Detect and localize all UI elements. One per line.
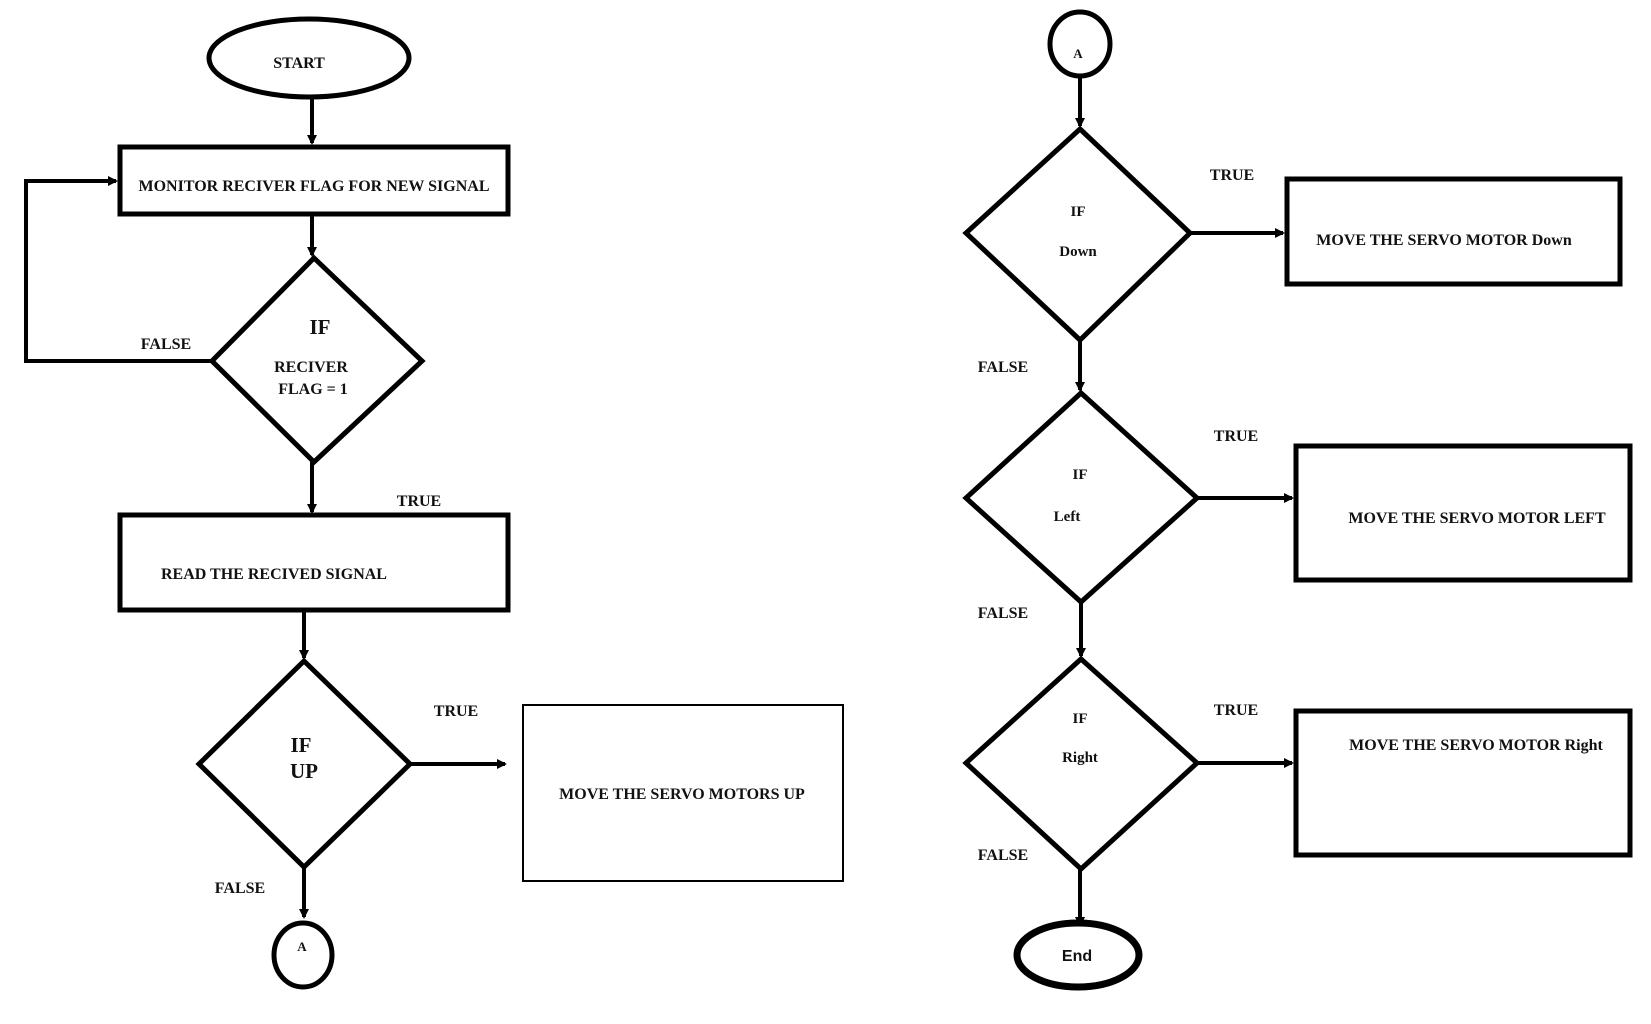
decision-up-line2: UP	[290, 759, 318, 783]
monitor-process-box[interactable]: MONITOR RECIVER FLAG FOR NEW SIGNAL	[117, 144, 511, 217]
decision-up[interactable]: IF UP	[195, 657, 414, 871]
true-label-left: TRUE	[1214, 428, 1258, 445]
connector-a-in-circle	[1047, 9, 1113, 79]
arrow-flag-false-loop	[24, 176, 212, 363]
false-label-down: FALSE	[978, 359, 1028, 376]
decision-left-diamond	[962, 389, 1201, 606]
decision-receiver-flag[interactable]: IF RECIVER FLAG = 1	[208, 254, 426, 466]
true-label-down: TRUE	[1210, 167, 1254, 184]
end-label: End	[1062, 948, 1092, 965]
decision-down-if: IF	[1071, 204, 1086, 220]
monitor-label: MONITOR RECIVER FLAG FOR NEW SIGNAL	[138, 178, 489, 195]
connector-a-in-label: A	[1073, 46, 1083, 61]
connector-a-in[interactable]: A	[1047, 9, 1113, 79]
action-down-rect	[1284, 176, 1623, 287]
action-right-rect	[1293, 708, 1633, 858]
false-label-right: FALSE	[978, 847, 1028, 864]
read-label: READ THE RECIVED SIGNAL	[161, 566, 387, 583]
action-left-box[interactable]: MOVE THE SERVO MOTOR LEFT	[1293, 443, 1633, 583]
action-left-rect	[1293, 443, 1633, 583]
decision-flag-line3: FLAG = 1	[278, 381, 348, 398]
action-right-label: MOVE THE SERVO MOTOR Right	[1349, 737, 1603, 754]
action-right-box[interactable]: MOVE THE SERVO MOTOR Right	[1293, 708, 1633, 858]
decision-up-if: IF	[291, 733, 312, 757]
connector-a-out[interactable]: A	[271, 920, 335, 990]
decision-flag-if: IF	[310, 315, 331, 339]
start-ellipse	[206, 16, 412, 100]
false-label-left: FALSE	[978, 605, 1028, 622]
end-terminal[interactable]: End	[1013, 919, 1143, 991]
action-down-label: MOVE THE SERVO MOTOR Down	[1316, 232, 1572, 249]
false-label-flag: FALSE	[141, 336, 191, 353]
decision-right-if: IF	[1073, 711, 1088, 727]
end-ellipse	[1013, 919, 1143, 991]
decision-down-diamond	[962, 125, 1194, 344]
read-process-box[interactable]: READ THE RECIVED SIGNAL	[117, 512, 511, 613]
decision-left-if: IF	[1073, 467, 1088, 483]
action-left-label: MOVE THE SERVO MOTOR LEFT	[1348, 510, 1606, 527]
start-label: START	[273, 55, 325, 72]
decision-flag-line2: RECIVER	[274, 359, 348, 376]
action-down-box[interactable]: MOVE THE SERVO MOTOR Down	[1284, 176, 1623, 287]
right-flow: A IF Down TRUE MOVE THE SERVO MOTOR Down…	[962, 9, 1633, 991]
monitor-rect	[117, 144, 511, 217]
left-flow: START MONITOR RECIVER FLAG FOR NEW SIGNA…	[24, 16, 844, 990]
connector-a-out-circle	[271, 920, 335, 990]
false-label-up: FALSE	[215, 880, 265, 897]
decision-right[interactable]: IF Right	[962, 655, 1201, 873]
decision-right-line2: Right	[1062, 750, 1098, 766]
true-label-right: TRUE	[1214, 702, 1258, 719]
decision-left[interactable]: IF Left	[962, 389, 1201, 606]
action-up-rect	[522, 704, 844, 882]
action-up-label: MOVE THE SERVO MOTORS UP	[559, 786, 805, 803]
read-rect	[117, 512, 511, 613]
connector-a-out-label: A	[297, 939, 307, 954]
action-up-box[interactable]: MOVE THE SERVO MOTORS UP	[522, 704, 844, 882]
decision-down[interactable]: IF Down	[962, 125, 1194, 344]
start-terminal[interactable]: START	[206, 16, 412, 100]
true-label-up: TRUE	[434, 703, 478, 720]
decision-down-line2: Down	[1059, 244, 1097, 260]
true-label-flag: TRUE	[397, 493, 441, 510]
decision-left-line2: Left	[1054, 509, 1081, 525]
